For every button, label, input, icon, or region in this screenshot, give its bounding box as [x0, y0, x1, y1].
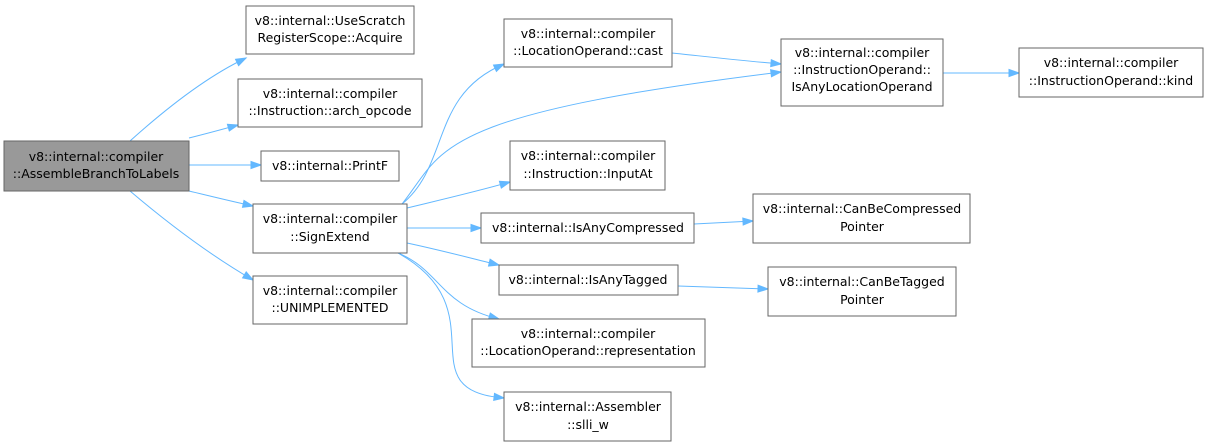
arrowhead-icon [498, 180, 512, 189]
node-is-any-tagged[interactable]: v8::internal::IsAnyTagged [498, 264, 679, 296]
node-label-line: v8::internal::CanBeTagged [779, 274, 944, 289]
node-label-line: v8::internal::compiler [263, 86, 398, 101]
node-label-line: ::UNIMPLEMENTED [272, 300, 389, 315]
arrowhead-icon [770, 58, 783, 68]
node-instruction-input-at[interactable]: v8::internal::compiler ::Instruction::In… [509, 140, 666, 191]
node-sign-extend[interactable]: v8::internal::compiler ::SignExtend [252, 203, 408, 254]
edge-sign-extend-to-input-at [406, 180, 512, 209]
node-label-line: ::SignExtend [290, 229, 369, 244]
edge-is-any-tagged-to-can-be-tagged [677, 284, 770, 293]
node-label-line: v8::internal::UseScratch [255, 13, 406, 28]
edge-line [406, 181, 511, 209]
node-use-scratch-register-scope-acquire[interactable]: v8::internal::UseScratch RegisterScope::… [245, 5, 415, 55]
node-label-line: Pointer [840, 292, 885, 307]
edge-cast-to-is-any-location [671, 52, 783, 68]
arrowhead-icon [1008, 68, 1021, 78]
node-label-line: ::InstructionOperand:: [793, 62, 931, 77]
node-label-line: v8::internal::compiler [521, 326, 656, 341]
arrowhead-icon [770, 69, 783, 78]
edge-line [406, 242, 500, 266]
arrowhead-icon [742, 217, 755, 226]
arrowhead-icon [241, 199, 255, 208]
edge-line [397, 252, 500, 320]
node-assembler-slli-w[interactable]: v8::internal::Assembler ::slli_w [503, 391, 672, 442]
arrowhead-icon [487, 258, 501, 267]
edge-root-to-arch-opcode [188, 123, 240, 139]
node-unimplemented[interactable]: v8::internal::compiler ::UNIMPLEMENTED [252, 275, 408, 325]
node-location-operand-representation[interactable]: v8::internal::compiler ::LocationOperand… [471, 318, 706, 368]
edge-sign-extend-to-is-any-tagged [406, 242, 501, 267]
edge-line [129, 190, 254, 281]
edge-is-any-compressed-to-can-be-compressed [693, 217, 755, 226]
node-printf[interactable]: v8::internal::PrintF [260, 150, 400, 182]
edge-line [401, 71, 782, 205]
arrowhead-icon [250, 160, 263, 170]
edge-line [129, 57, 247, 142]
node-assemble-branch-to-labels[interactable]: v8::internal::compiler ::AssembleBranchT… [3, 140, 190, 192]
node-label-line: ::Instruction::arch_opcode [248, 103, 411, 118]
node-label-line: v8::internal::compiler [263, 211, 398, 226]
node-label-line: v8::internal::compiler [263, 283, 398, 298]
edge-line [397, 252, 505, 399]
node-label-line: v8::internal::Assembler [515, 399, 662, 414]
arrowhead-icon [226, 123, 240, 132]
edge-sign-extend-to-is-any-location [401, 69, 783, 205]
node-label-line: ::LocationOperand::cast [513, 43, 663, 58]
node-label-line: RegisterScope::Acquire [257, 30, 402, 45]
node-is-any-location-operand[interactable]: v8::internal::compiler ::InstructionOper… [780, 38, 944, 107]
edge-sign-extend-to-is-any-compressed [407, 223, 483, 233]
node-is-any-compressed[interactable]: v8::internal::IsAnyCompressed [480, 212, 695, 244]
edge-line [401, 63, 505, 205]
node-location-operand-cast[interactable]: v8::internal::compiler ::LocationOperand… [503, 18, 673, 68]
node-label-line: v8::internal::IsAnyTagged [509, 272, 668, 287]
arrowhead-icon [492, 63, 506, 73]
edges [129, 52, 1021, 401]
node-label-line: IsAnyLocationOperand [791, 79, 932, 94]
arrowhead-icon [757, 284, 770, 293]
edge-root-to-printf [189, 160, 263, 170]
node-label-line: ::LocationOperand::representation [480, 343, 696, 358]
arrowhead-icon [234, 57, 248, 67]
node-label-line: Pointer [840, 219, 885, 234]
arrowhead-icon [470, 223, 483, 233]
node-label-line: ::InstructionOperand::kind [1029, 73, 1193, 88]
node-label-line: v8::internal::compiler [795, 45, 930, 60]
node-can-be-compressed-pointer[interactable]: v8::internal::CanBeCompressed Pointer [752, 193, 971, 244]
node-can-be-tagged-pointer[interactable]: v8::internal::CanBeTagged Pointer [767, 266, 957, 317]
arrowhead-icon [241, 271, 255, 281]
node-label-line: ::Instruction::InputAt [523, 166, 652, 181]
node-label-line: ::AssembleBranchToLabels [13, 166, 179, 181]
node-label-line: v8::internal::compiler [521, 26, 656, 41]
edge-root-to-sign-extend [188, 190, 255, 208]
node-instruction-operand-kind[interactable]: v8::internal::compiler ::InstructionOper… [1018, 47, 1204, 98]
node-label-line: v8::internal::CanBeCompressed [763, 201, 961, 216]
node-label-line: v8::internal::IsAnyCompressed [492, 220, 684, 235]
edge-root-to-unimplemented [129, 190, 255, 281]
edge-line [671, 52, 782, 65]
node-label-line: ::slli_w [567, 417, 609, 432]
edge-sign-extend-to-cast [401, 63, 506, 205]
node-label-line: v8::internal::compiler [521, 148, 656, 163]
edge-sign-extend-to-slli-w [397, 252, 506, 401]
node-label-line: v8::internal::compiler [29, 149, 164, 164]
arrowhead-icon [493, 392, 506, 401]
edge-line [677, 285, 769, 290]
node-label-line: v8::internal::compiler [1044, 55, 1179, 70]
node-label-line: v8::internal::PrintF [272, 158, 388, 173]
node-instruction-arch-opcode[interactable]: v8::internal::compiler ::Instruction::ar… [237, 78, 423, 128]
edge-is-any-location-to-kind [943, 68, 1021, 78]
edge-root-to-acquire [129, 57, 248, 142]
